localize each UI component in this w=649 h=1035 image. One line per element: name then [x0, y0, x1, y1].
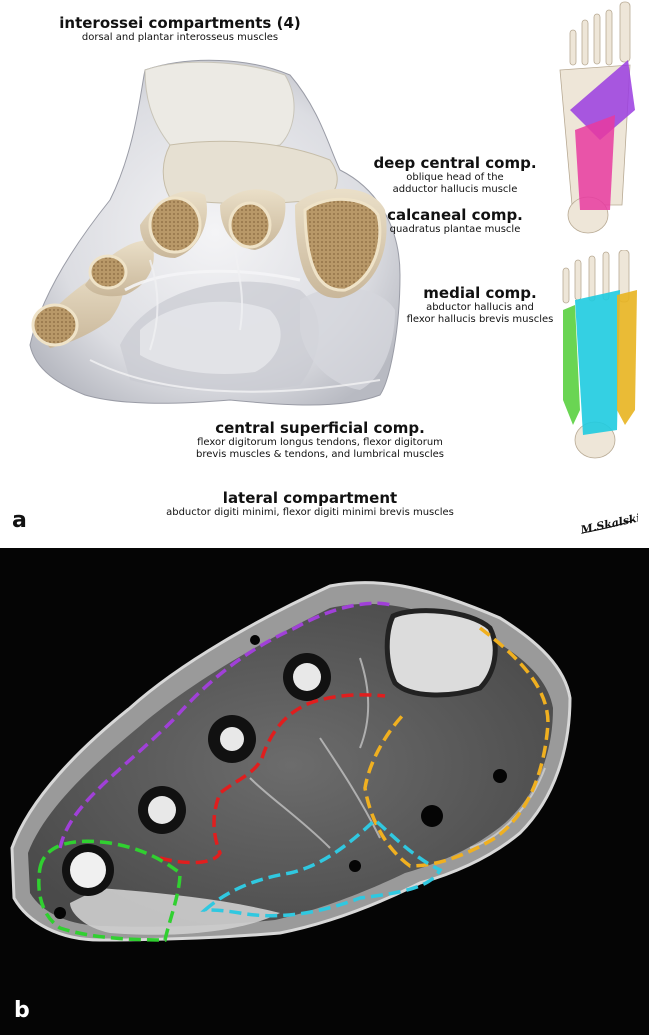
label-title: lateral compartment: [222, 489, 398, 507]
label-title: central superficial comp.: [215, 419, 425, 437]
label-subtitle: dorsal and plantar interosseus muscles: [81, 32, 279, 43]
mri-axial-foot-image: [10, 581, 572, 942]
interossei-compartment-outline: [58, 601, 396, 849]
label-title: interossei compartments (4): [59, 14, 301, 32]
label-subtitle: flexor digitorum longus tendons, flexor …: [197, 437, 443, 448]
foot-skeleton-deep-central-illustration: [559, 1, 635, 234]
label-subtitle: abductor digiti minimi, flexor digiti mi…: [166, 507, 454, 518]
central-superficial-compartment-outline: [200, 817, 443, 918]
label-central-superficial: central superficial comp. flexor digitor…: [170, 419, 470, 461]
foot-skeleton-superficial-illustration: [562, 250, 637, 459]
deep-central-compartment-outline: [159, 693, 386, 865]
artist-signature: M.Skalski: [579, 511, 638, 537]
label-subtitle: abductor hallucis and: [426, 302, 534, 313]
label-title: deep central comp.: [373, 154, 537, 172]
foot-cross-section-illustration: [29, 59, 401, 406]
svg-text:M.Skalski: M.Skalski: [579, 511, 638, 537]
medial-compartment-outline: [363, 626, 550, 868]
label-medial: medial comp. abductor hallucis and flexo…: [395, 284, 565, 326]
label-subtitle: flexor hallucis brevis muscles: [406, 314, 554, 325]
mri-panel: b: [0, 548, 649, 1035]
label-title: calcaneal comp.: [387, 206, 523, 224]
label-title: medial comp.: [423, 284, 537, 302]
label-subtitle: oblique head of the: [406, 172, 504, 183]
label-calcaneal: calcaneal comp. quadratus plantae muscle: [370, 206, 540, 236]
label-subtitle: quadratus plantae muscle: [389, 224, 521, 235]
label-lateral: lateral compartment abductor digiti mini…: [140, 489, 480, 519]
label-subtitle: adductor hallucis muscle: [392, 184, 518, 195]
label-interossei: interossei compartments (4) dorsal and p…: [30, 14, 330, 44]
panel-letter-a: a: [12, 508, 27, 533]
label-deep-central: deep central comp. oblique head of the a…: [370, 154, 540, 196]
label-subtitle: brevis muscles & tendons, and lumbrical …: [196, 449, 444, 460]
illustration-panel: interossei compartments (4) dorsal and p…: [12, 1, 638, 537]
panel-letter-b: b: [14, 998, 30, 1023]
